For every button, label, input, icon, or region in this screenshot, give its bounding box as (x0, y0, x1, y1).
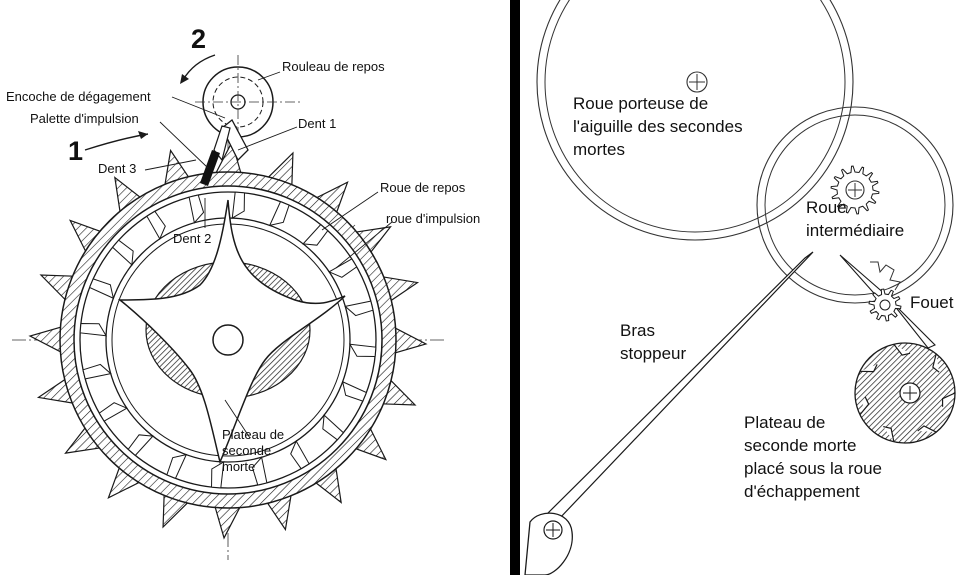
impulse-pin (166, 453, 188, 480)
plateau-seconde-morte-disc (854, 342, 956, 444)
impulse-pin (348, 343, 377, 357)
impulse-pin (341, 380, 368, 402)
label-roue-porteuse-line-3: mortes (573, 140, 625, 159)
label-roue-de-repos: Roue de repos (380, 180, 466, 195)
step-2-number: 2 (191, 24, 206, 54)
label-dent-2: Dent 2 (173, 231, 211, 246)
impulse-pin (211, 460, 225, 489)
label-plateau-line-1: Plateau de (222, 427, 284, 442)
roue-porteuse (536, 0, 854, 241)
palette-d-impulsion (200, 150, 220, 186)
arrow-1 (84, 133, 149, 151)
label-dent-1: Dent 1 (298, 116, 336, 131)
impulse-pin (146, 210, 166, 240)
impulse-pin (302, 223, 329, 246)
impulse-pin (328, 258, 358, 278)
label-fouet: Fouet (910, 293, 954, 312)
impulse-pin (268, 200, 290, 227)
impulse-pin (88, 278, 115, 300)
label-plateau-line-3: morte (222, 459, 255, 474)
panel-divider (510, 0, 520, 575)
impulse-pin (111, 239, 134, 266)
label-roue-d-impulsion: roue d'impulsion (386, 211, 480, 226)
roue-de-repos-teeth (28, 140, 428, 540)
label-bras-stoppeur-line-1: Bras (620, 321, 655, 340)
bras-stoppeur (524, 251, 814, 575)
label-bras-stoppeur-line-2: stoppeur (620, 344, 686, 363)
impulse-pin (231, 191, 245, 220)
label-plateau-line-3: placé sous la roue (744, 459, 882, 478)
roue-intermediaire (756, 106, 954, 304)
label-roue-intermediaire-line-1: Roue (806, 198, 847, 217)
label-plateau-line-2: seconde (222, 443, 271, 458)
roue-d-impulsion (79, 191, 377, 489)
left-leader-lines (144, 71, 393, 439)
label-roue-porteuse-line-1: Roue porteuse de (573, 94, 708, 113)
impulse-pin (188, 194, 205, 224)
hub-center (212, 324, 244, 356)
impulse-pins (79, 191, 377, 489)
label-encoche-de-degagement: Encoche de dégagement (6, 89, 151, 104)
impulse-pin (344, 300, 374, 317)
label-plateau-line-2: seconde morte (744, 436, 856, 455)
impulse-pin (322, 414, 345, 441)
impulse-pin (98, 402, 128, 422)
label-dent-3: Dent 3 (98, 161, 136, 176)
left-escapement-diagram: 1 2 Rouleau de repos Encoche de dégageme… (6, 24, 480, 560)
rouleau-de-repos (195, 55, 300, 162)
label-plateau-line-4: d'échappement (744, 482, 860, 501)
label-rouleau-de-repos: Rouleau de repos (282, 59, 385, 74)
label-plateau-line-1: Plateau de (744, 413, 825, 432)
label-roue-porteuse-line-2: l'aiguille des secondes (573, 117, 743, 136)
fouet (839, 254, 936, 349)
impulse-pin (290, 440, 310, 470)
impulse-pin (251, 456, 268, 486)
impulse-pin (79, 323, 108, 337)
step-1-number: 1 (68, 136, 83, 166)
arrow-2 (182, 54, 216, 81)
right-mechanism-diagram: Roue porteuse de l'aiguille des secondes… (524, 0, 956, 575)
label-palette-d-impulsion: Palette d'impulsion (30, 111, 139, 126)
label-roue-intermediaire-line-2: intermédiaire (806, 221, 904, 240)
impulse-pin (127, 434, 154, 457)
impulse-pin (82, 363, 112, 380)
